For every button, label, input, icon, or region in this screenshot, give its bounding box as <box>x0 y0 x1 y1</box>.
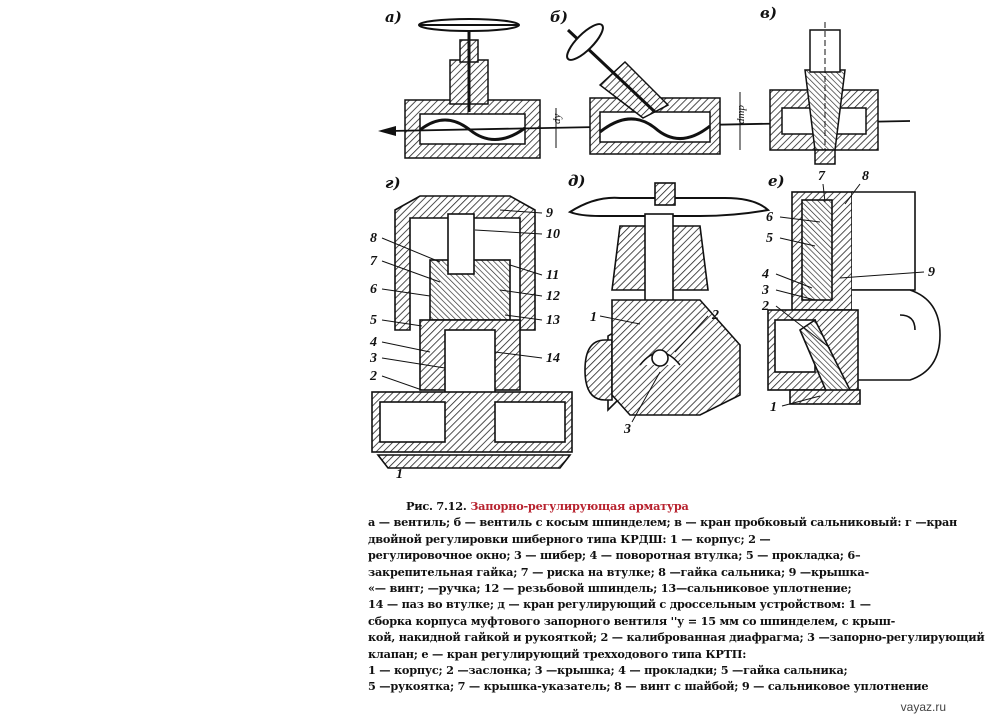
callout-g-14: 14 <box>546 351 560 366</box>
caption-title-prefix: Рис. 7.12. <box>406 499 467 513</box>
valve-e-drawing <box>767 191 941 405</box>
callout-g-7: 7 <box>370 254 378 269</box>
panel-label-a: а) <box>385 8 402 26</box>
callout-e-7: 7 <box>818 169 826 184</box>
panel-label-e: е) <box>768 172 785 190</box>
callouts-e: 7 8 6 5 4 9 3 2 1 <box>761 169 935 415</box>
callout-g-12: 12 <box>546 289 560 304</box>
callout-g-6: 6 <box>370 282 377 297</box>
callout-d-1: 1 <box>590 310 597 325</box>
figure-caption: Рис. 7.12. Запорно-регулирующая арматура… <box>368 498 985 695</box>
valve-v-drawing <box>769 22 879 165</box>
caption-line: 1 — корпус; 2 —заслонка; 3 —крышка; 4 — … <box>368 663 848 678</box>
callouts-d: 1 2 3 <box>590 308 719 437</box>
valve-b-drawing <box>566 23 721 155</box>
callout-e-1: 1 <box>770 400 777 415</box>
callout-g-9: 9 <box>546 206 553 221</box>
panel-label-v: в) <box>760 4 777 22</box>
caption-line: «— винт; —ручка; 12 — резьбовой шпиндель… <box>368 581 852 596</box>
dim-label-dy: dу <box>551 114 563 125</box>
callout-e-5: 5 <box>766 231 773 246</box>
caption-title: Рис. 7.12. Запорно-регулирующая арматура <box>368 498 948 514</box>
callout-e-8: 8 <box>862 169 869 184</box>
callout-g-4: 4 <box>369 335 377 350</box>
callout-g-13: 13 <box>546 313 560 328</box>
panel-label-d: д) <box>568 172 586 190</box>
caption-line: сборка корпуса муфтового запорного венти… <box>368 613 896 628</box>
valve-drawings: а) dу dтр б) в) г) 9 10 <box>369 4 941 482</box>
callout-e-6: 6 <box>766 210 773 225</box>
callout-g-8: 8 <box>370 231 377 246</box>
caption-line: 5 —рукоятка; 7 — крышка-указатель; 8 — в… <box>368 679 929 694</box>
panel-label-g: г) <box>385 174 401 192</box>
callout-g-1: 1 <box>396 467 403 482</box>
callout-g-10: 10 <box>546 227 560 242</box>
callout-e-9: 9 <box>928 265 935 280</box>
caption-line: клапан; е — кран регулирующий трехходово… <box>368 646 747 661</box>
caption-line: закрепительная гайка; 7 — риска на втулк… <box>368 564 869 579</box>
caption-title-text: Запорно-регулирующая арматура <box>470 499 689 513</box>
caption-line: регулировочное окно; 3 — шибер; 4 — пово… <box>368 548 861 563</box>
callout-e-4: 4 <box>761 267 769 282</box>
valve-a-drawing <box>404 18 541 159</box>
flow-arrowhead <box>378 126 396 136</box>
caption-line: кой, накидной гайкой и рукояткой; 2 — ка… <box>368 630 985 645</box>
callout-g-11: 11 <box>546 268 559 283</box>
valve-d-drawing <box>567 182 771 416</box>
dim-label-dtr: dтр <box>735 105 747 124</box>
caption-line: двойной регулировки шиберного типа КРДШ:… <box>368 531 771 546</box>
callouts-g: 9 10 8 11 7 12 6 13 5 14 4 3 2 1 <box>369 206 560 482</box>
caption-line: а — вентиль; б — вентиль с косым шпиндел… <box>368 515 958 530</box>
valve-g-drawing <box>371 195 573 469</box>
callout-g-5: 5 <box>370 313 377 328</box>
panel-label-b: б) <box>550 8 568 26</box>
callout-e-3: 3 <box>761 283 769 298</box>
watermark-text: vayaz.ru <box>900 700 946 714</box>
callout-d-2: 2 <box>711 308 719 323</box>
caption-line: 14 — паз во втулке; д — кран регулирующи… <box>368 597 871 612</box>
callout-e-2: 2 <box>761 299 769 314</box>
callout-g-3: 3 <box>369 351 377 366</box>
callout-d-3: 3 <box>623 422 631 437</box>
callout-g-2: 2 <box>369 369 377 384</box>
